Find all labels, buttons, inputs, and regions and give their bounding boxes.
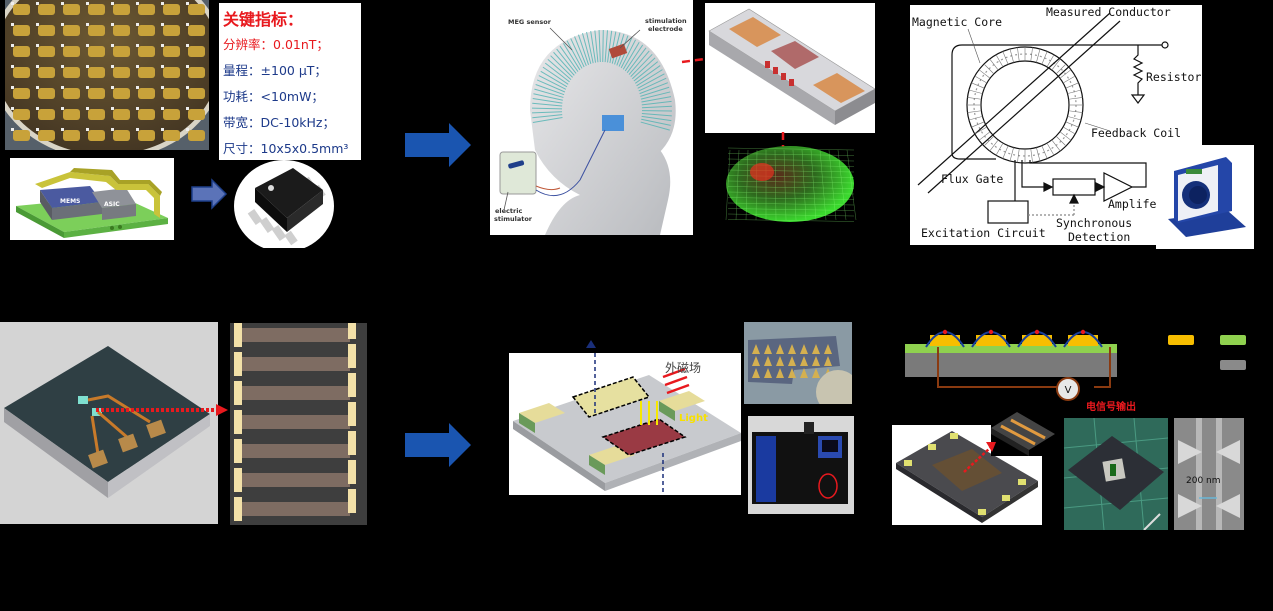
microwire-pattern — [234, 323, 356, 521]
wafer-image — [5, 0, 209, 150]
spec-value: DC-10kHz； — [260, 115, 335, 130]
right-arrow-icon — [405, 123, 471, 167]
meg-head-image — [499, 27, 676, 235]
fluxgate-schematic — [917, 12, 1169, 224]
legend-gray-swatch — [1220, 360, 1246, 370]
soic-chip-photo — [234, 160, 334, 248]
measured-conductor-label: Measured Conductor — [1046, 5, 1171, 19]
stimulator-label-line2: stimulator — [494, 215, 532, 223]
signal-output-label: 电信号输出 — [1086, 402, 1136, 413]
sensor-chip-3d — [705, 3, 875, 133]
current-sensor-image — [1168, 157, 1246, 237]
right-arrow-icon — [405, 423, 471, 467]
spec-line: 功耗：<10mW； — [223, 84, 361, 110]
microwire-image — [230, 323, 367, 525]
spec-label: 分辨率： — [223, 37, 274, 52]
nano-zoom-inset — [991, 410, 1055, 456]
field-direction-arrow-icon — [586, 340, 596, 348]
red-dotted-arrow-icon — [963, 442, 996, 473]
nano-board-image — [896, 431, 1038, 523]
light-label: Light — [679, 413, 708, 424]
brain-mesh-image — [725, 146, 857, 222]
nano-inset-image — [991, 412, 1055, 456]
pcb-image — [752, 422, 848, 504]
electrode-label-line2: electrode — [648, 25, 683, 33]
meg-sensor-label: MEG sensor — [508, 18, 551, 26]
amplifier-label: Amplife — [1108, 197, 1157, 211]
packaged-chip-image — [1064, 418, 1168, 530]
spec-line: 尺寸：10x5x0.5mm³ — [223, 136, 361, 160]
packaged-chip-photo — [1064, 418, 1168, 530]
spec-line: 分辨率：0.01nT； — [223, 32, 361, 58]
sem-scale-label: 200 nm — [1186, 476, 1221, 486]
voltmeter-icon — [1056, 377, 1080, 401]
nano-chip-board — [892, 425, 1042, 525]
meg-head-figure: MEG sensor stimulation electrode electri… — [490, 0, 693, 235]
optical-sensor-diagram: 外磁场 Light — [509, 353, 741, 495]
electrode-label-line1: stimulation — [645, 17, 687, 25]
right-arrow-icon — [191, 178, 228, 210]
legend-green-swatch — [1220, 335, 1246, 345]
voltmeter-label: V — [1065, 385, 1072, 396]
detection-label: Detection — [1068, 230, 1131, 244]
spec-value: <10mW； — [260, 89, 324, 104]
magnetic-core-label: Magnetic Core — [912, 15, 1003, 29]
fluxgate-diagram: Magnetic Core Measured Conductor Resisto… — [910, 5, 1202, 245]
synchronous-label: Synchronous — [1056, 216, 1133, 230]
resistor-label: Resistor — [1146, 70, 1202, 84]
external-field-label: 外磁场 — [665, 361, 702, 375]
spec-line: 带宽：DC-10kHz； — [223, 110, 361, 136]
optical-sensor-image — [513, 353, 741, 495]
sem-nanostructure-image — [1178, 418, 1240, 530]
specs-panel: 关键指标： 分辨率：0.01nT；量程：±100 μT；功耗：<10mW；带宽：… — [219, 3, 361, 160]
mems-label: MEMS — [60, 198, 80, 205]
wafer-photo — [5, 0, 209, 150]
stimulator-label-line1: electric — [495, 207, 523, 215]
excitation-circuit-label: Excitation Circuit — [921, 226, 1046, 240]
package-image: MEMS ASIC — [16, 168, 168, 238]
spec-value: ±100 μT； — [260, 63, 327, 78]
sensor-array-photo — [744, 322, 852, 404]
chip-image — [4, 346, 210, 498]
spec-label: 带宽： — [223, 115, 261, 130]
red-dotted-arrow-icon — [96, 404, 228, 416]
spec-label: 尺寸： — [223, 141, 261, 156]
asic-label: ASIC — [104, 201, 120, 208]
sem-image: 200 nm — [1174, 418, 1244, 530]
spec-value: 0.01nT； — [273, 37, 329, 52]
spec-label: 功耗： — [223, 89, 261, 104]
current-sensor-photo — [1156, 145, 1254, 249]
spec-label: 量程： — [223, 63, 261, 78]
sensor-array-image — [748, 336, 852, 404]
specs-title: 关键指标： — [223, 10, 304, 29]
sensor-chip-image — [708, 8, 875, 125]
thermoelectric-diagram: V — [905, 329, 1117, 401]
feedback-coil-label: Feedback Coil — [1091, 126, 1182, 140]
package-illustration: MEMS ASIC — [10, 158, 174, 240]
pcb-board-photo — [748, 416, 854, 514]
spec-value: 10x5x0.5mm³ — [260, 141, 349, 156]
spec-line: 量程：±100 μT； — [223, 58, 361, 84]
chip-photo — [0, 322, 218, 524]
flux-gate-label: Flux Gate — [941, 172, 1004, 186]
legend-gold-swatch — [1168, 335, 1194, 345]
